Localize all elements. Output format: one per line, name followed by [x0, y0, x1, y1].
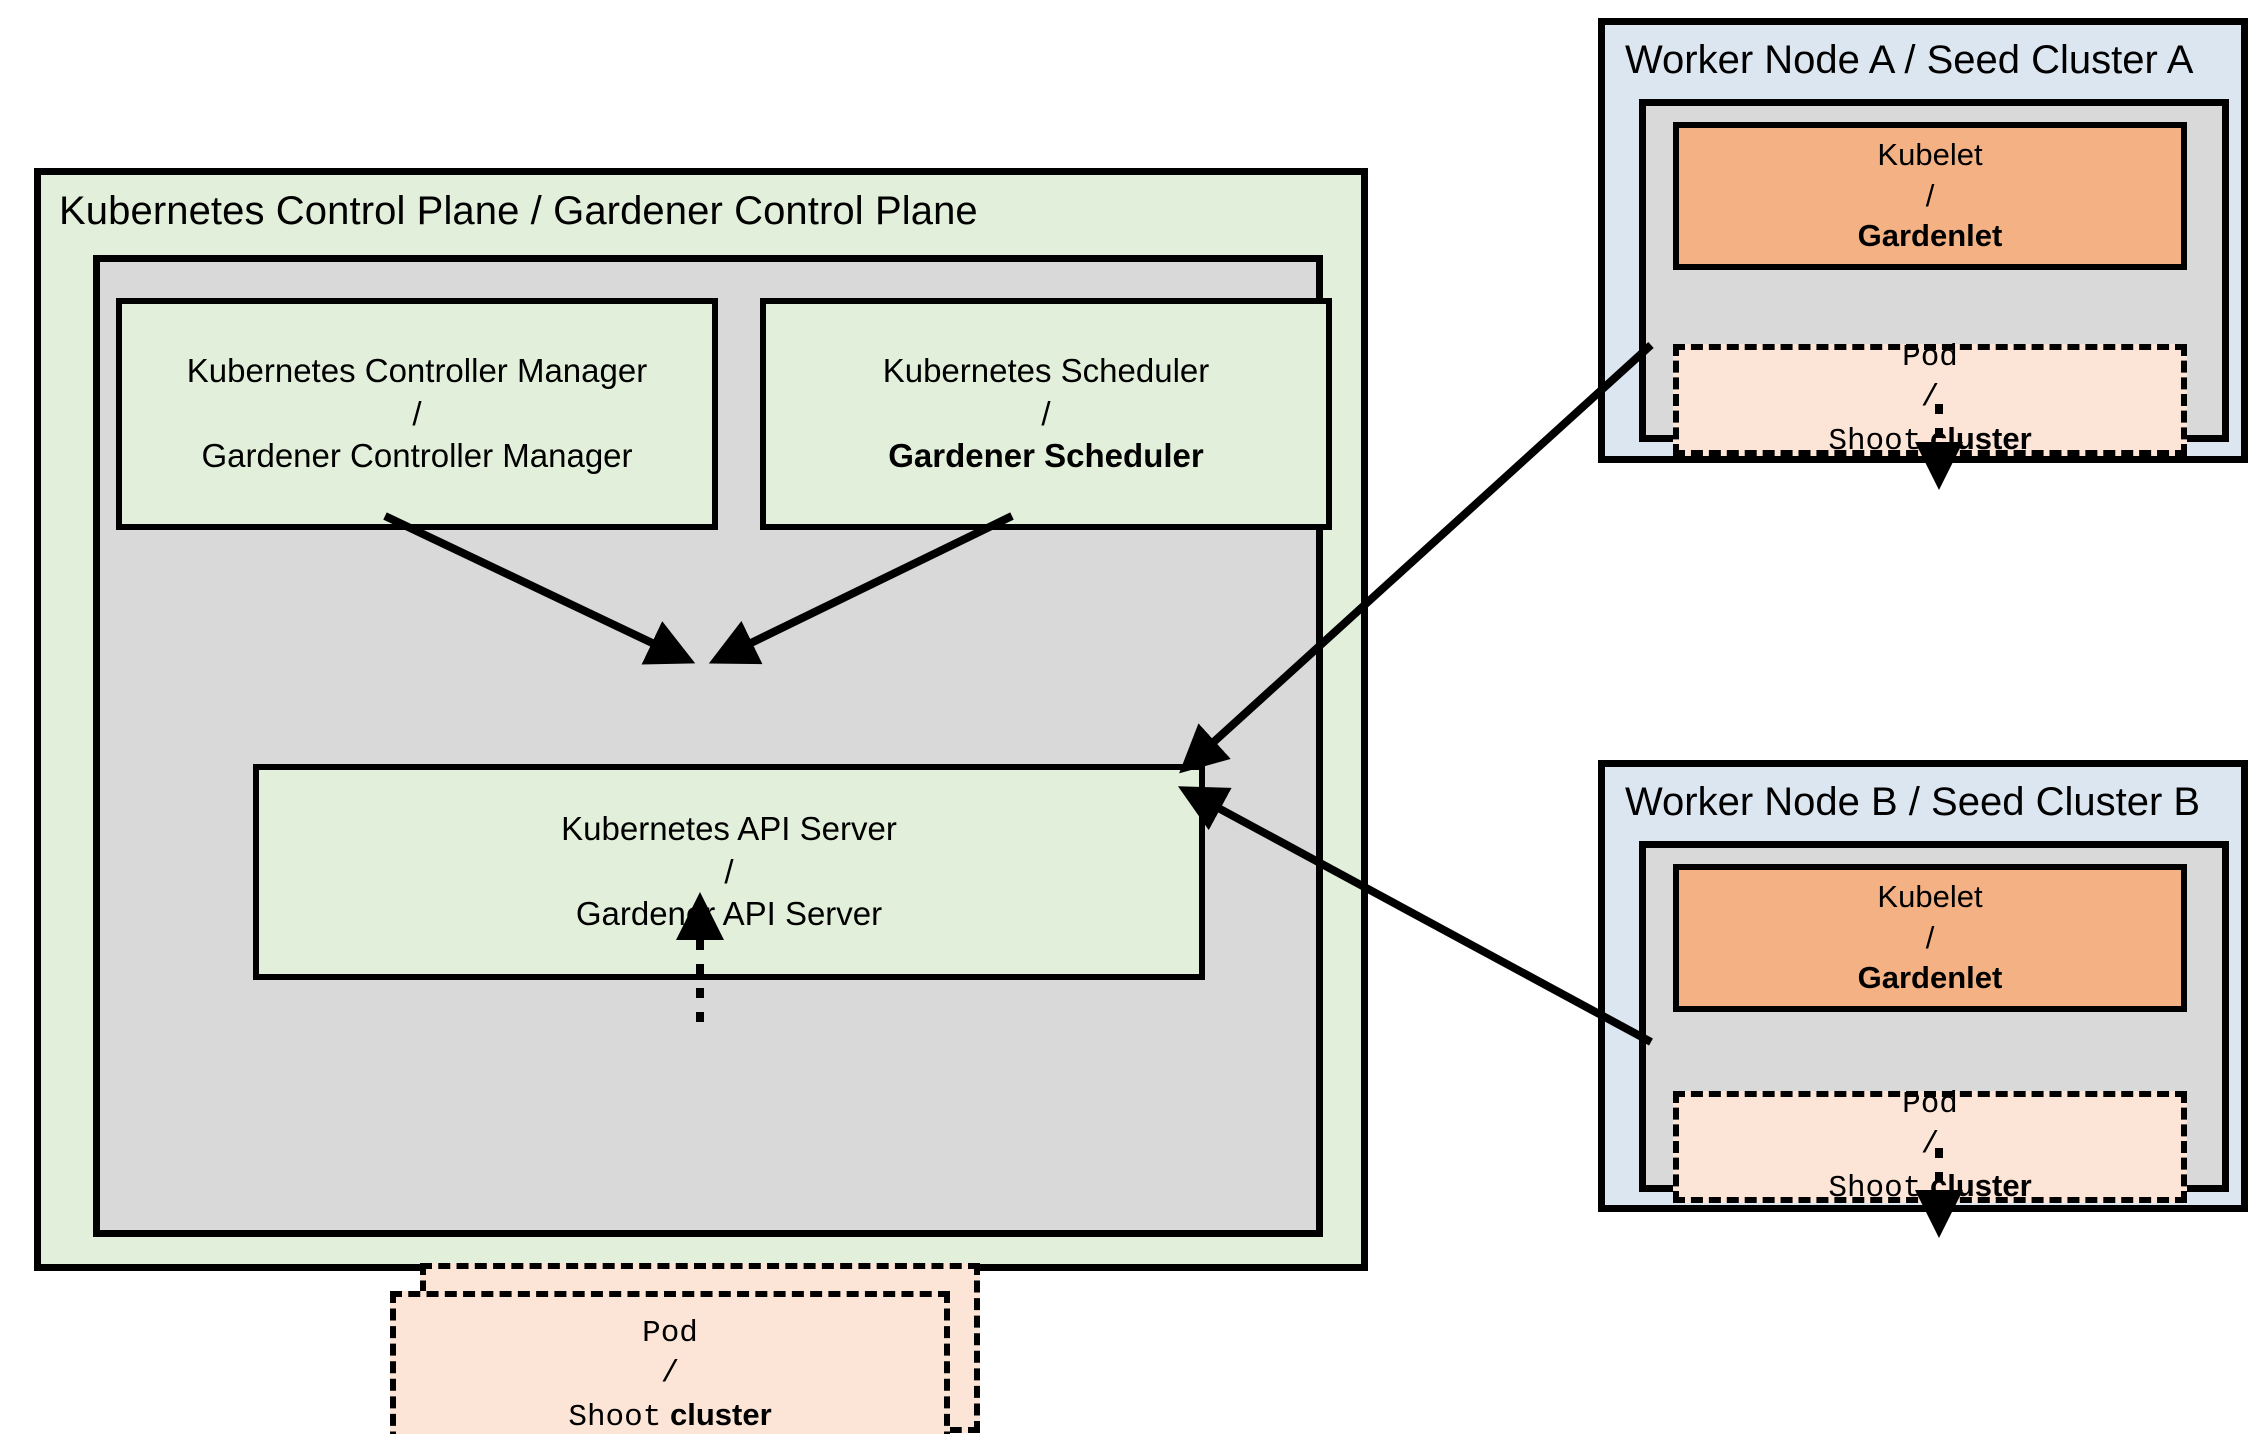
control-plane-pod-cluster-label: cluster	[669, 1396, 772, 1432]
controller-manager-separator: /	[412, 394, 422, 432]
node-b-pod-shoot-label: Shoot	[1828, 1170, 1922, 1206]
node-a-pod-cluster-label: cluster	[1929, 420, 2032, 456]
worker-node-a-title: Worker Node A / Seed Cluster A	[1625, 38, 2194, 82]
node-a-pod-shoot-label: Shoot	[1828, 423, 1922, 459]
control-plane-pod-separator: /	[660, 1356, 680, 1392]
api-server-line-2: Gardener API Server	[575, 895, 883, 933]
api-server-line-1: Kubernetes API Server	[561, 809, 897, 847]
node-b-pod-line-1: Pod	[1902, 1087, 1958, 1123]
worker-node-a-panel: Worker Node A / Seed Cluster A Kubelet /…	[1598, 18, 2248, 463]
scheduler-line-1: Kubernetes Scheduler	[882, 351, 1210, 389]
worker-node-a-inner-region: Kubelet / Gardenlet Pod / Shoot cluster	[1639, 99, 2229, 459]
node-a-pod-line-1: Pod	[1902, 340, 1958, 376]
controller-manager-line-2: Gardener Controller Manager	[201, 437, 633, 475]
worker-node-a-pod-box: Pod / Shoot cluster	[1673, 340, 2187, 459]
node-b-kubelet-line-1: Kubelet	[1877, 878, 1983, 914]
scheduler-line-2: Gardener Scheduler	[888, 437, 1204, 475]
node-a-gardenlet-label: Gardenlet	[1857, 218, 2003, 254]
worker-node-b-inner-region: Kubelet / Gardenlet Pod / Shoot cluster	[1639, 841, 2229, 1206]
worker-node-b-title: Worker Node B / Seed Cluster B	[1625, 780, 2201, 824]
control-plane-title: Kubernetes Control Plane / Gardener Cont…	[59, 189, 978, 233]
control-plane-pod-line-2: Shoot cluster	[568, 1395, 771, 1434]
api-server-separator: /	[724, 852, 734, 890]
controller-manager-line-1: Kubernetes Controller Manager	[186, 351, 648, 389]
node-a-pod-separator: /	[1920, 380, 1940, 416]
worker-node-a-kubelet-box: Kubelet / Gardenlet	[1673, 122, 2187, 270]
control-plane-pod-shoot-label: Shoot	[568, 1399, 662, 1434]
node-a-kubelet-line-1: Kubelet	[1877, 136, 1983, 172]
worker-node-b-panel: Worker Node B / Seed Cluster B Kubelet /…	[1598, 760, 2248, 1212]
control-plane-panel: Kubernetes Control Plane / Gardener Cont…	[34, 168, 1368, 1434]
worker-node-b-kubelet-box: Kubelet / Gardenlet	[1673, 864, 2187, 1012]
kubernetes-api-server-box: Kubernetes API Server / Gardener API Ser…	[253, 764, 1205, 980]
node-a-pod-line-2: Shoot cluster	[1828, 419, 2031, 462]
node-b-kubelet-separator: /	[1925, 919, 1935, 955]
worker-node-b-pod-box: Pod / Shoot cluster	[1673, 1087, 2187, 1206]
node-a-kubelet-separator: /	[1925, 177, 1935, 213]
node-b-pod-separator: /	[1920, 1127, 1940, 1163]
scheduler-separator: /	[1041, 394, 1051, 432]
kubernetes-scheduler-box: Kubernetes Scheduler / Gardener Schedule…	[760, 298, 1332, 530]
node-b-gardenlet-label: Gardenlet	[1857, 960, 2003, 996]
control-plane-pod-box: Pod / Shoot cluster	[390, 1291, 950, 1434]
control-plane-inner-region: Kubernetes Controller Manager / Gardener…	[93, 255, 1332, 1434]
control-plane-pod-line-1: Pod	[642, 1316, 698, 1352]
node-b-pod-cluster-label: cluster	[1929, 1167, 2032, 1203]
node-b-pod-line-2: Shoot cluster	[1828, 1166, 2031, 1209]
kubernetes-controller-manager-box: Kubernetes Controller Manager / Gardener…	[116, 298, 718, 530]
